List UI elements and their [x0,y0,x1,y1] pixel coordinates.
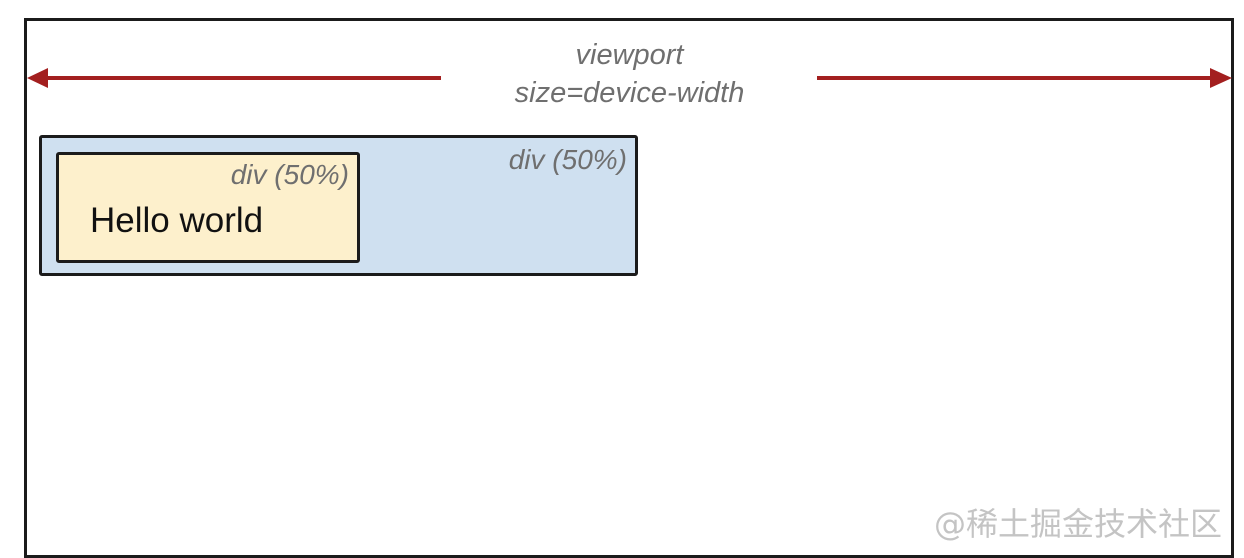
inner-div-box: div (50%) Hello world [56,152,360,263]
inner-div-label: div (50%) [230,159,349,190]
viewport-width-arrows [27,68,1232,88]
viewport-label-line2: size=device-width [514,77,745,109]
arrow-left-icon [27,68,441,88]
viewport-label-line1: viewport [575,39,684,71]
viewport-label: viewport size=device-width [442,36,817,112]
arrow-right-icon [817,68,1232,88]
watermark: @稀土掘金技术社区 [933,505,1222,543]
hello-world-text: Hello world [90,201,264,240]
viewport-frame [24,18,1234,558]
outer-div-box: div (50%) div (50%) Hello world [39,135,638,276]
outer-div-label: div (50%) [508,144,627,175]
